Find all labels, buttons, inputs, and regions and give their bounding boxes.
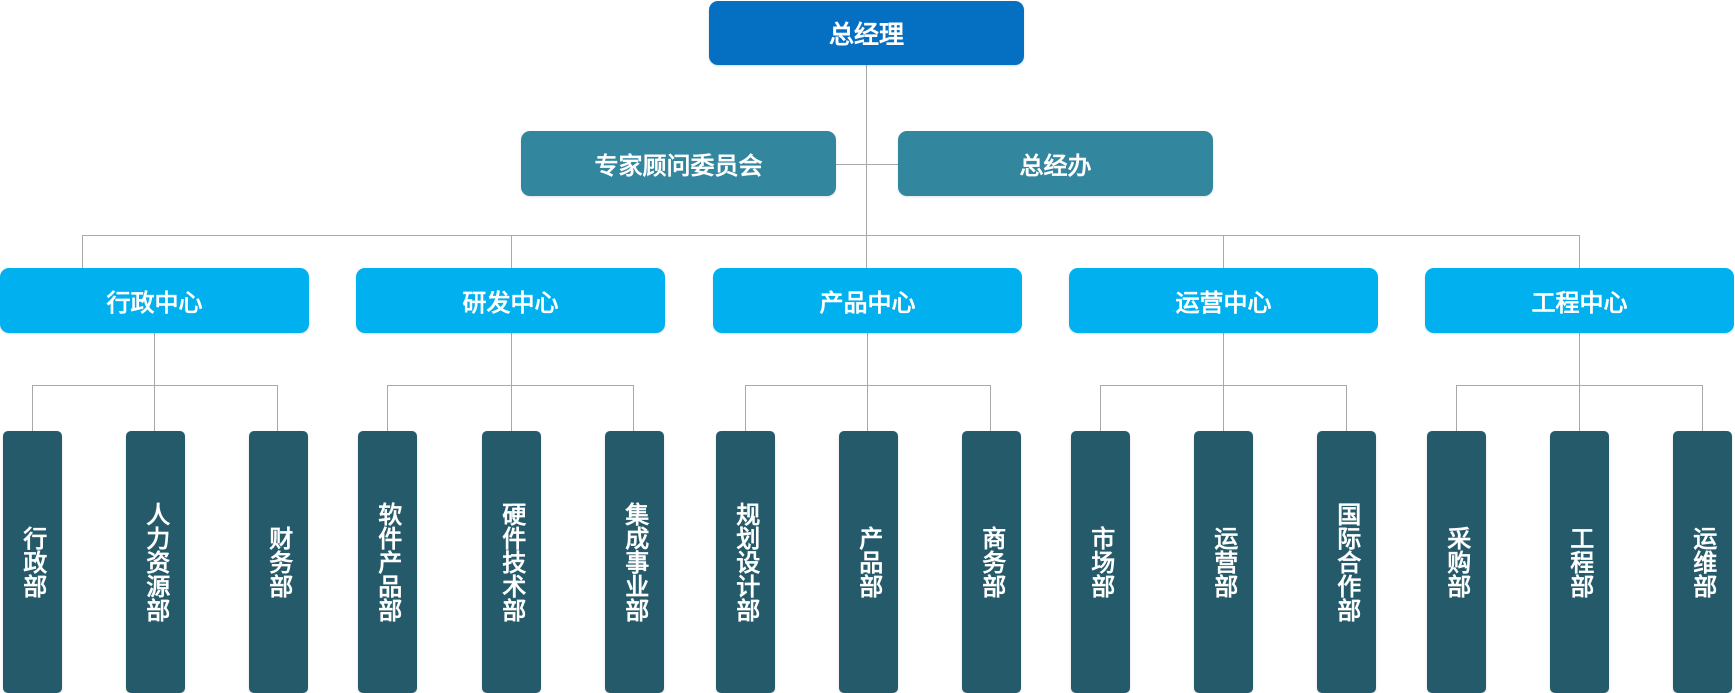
commerce-department-node: 商务部 <box>962 431 1021 693</box>
department-drop-line <box>633 385 634 431</box>
product-center-bus-line <box>745 385 991 386</box>
engineering-center-stem-line <box>1579 333 1580 431</box>
department-drop-line <box>387 385 388 431</box>
department-drop-line <box>990 385 991 431</box>
admin-center-stem-line <box>154 333 155 431</box>
department-drop-line <box>1346 385 1347 431</box>
admin-center-bus-line <box>32 385 278 386</box>
engineering-center-bus-line <box>1456 385 1703 386</box>
operations-center-stem-line <box>1223 333 1224 431</box>
planning-design-department-node: 规划设计部 <box>716 431 775 693</box>
center-drop-line <box>82 235 83 268</box>
product-department-node: 产品部 <box>839 431 898 693</box>
hardware-technology-department-node: 硬件技术部 <box>482 431 541 693</box>
department-drop-line <box>277 385 278 431</box>
center-drop-line <box>1223 235 1224 268</box>
center-bus-line <box>82 235 1580 236</box>
department-drop-line <box>1456 385 1457 431</box>
software-products-department-node: 软件产品部 <box>358 431 417 693</box>
department-drop-line <box>745 385 746 431</box>
rd-center-node: 研发中心 <box>356 268 665 333</box>
staff-connector-line <box>836 164 898 165</box>
admin-center-node: 行政中心 <box>0 268 309 333</box>
finance-department-node: 财务部 <box>249 431 308 693</box>
center-drop-line <box>1579 235 1580 268</box>
engineering-center-node: 工程中心 <box>1425 268 1734 333</box>
operations-maintenance-department-node: 运维部 <box>1673 431 1732 693</box>
general-manager-office-node: 总经办 <box>898 131 1213 196</box>
operations-center-bus-line <box>1100 385 1347 386</box>
department-drop-line <box>1702 385 1703 431</box>
human-resources-department-node: 人力资源部 <box>126 431 185 693</box>
expert-advisory-committee-node: 专家顾问委员会 <box>521 131 836 196</box>
department-drop-line <box>1100 385 1101 431</box>
administration-department-node: 行政部 <box>3 431 62 693</box>
operations-center-node: 运营中心 <box>1069 268 1378 333</box>
integration-business-department-node: 集成事业部 <box>605 431 664 693</box>
engineering-department-node: 工程部 <box>1550 431 1609 693</box>
ceo-node: 总经理 <box>709 1 1024 65</box>
product-center-node: 产品中心 <box>713 268 1022 333</box>
product-center-stem-line <box>867 333 868 431</box>
ceo-trunk-line <box>866 65 867 268</box>
rd-center-bus-line <box>387 385 634 386</box>
international-cooperation-department-node: 国际合作部 <box>1317 431 1376 693</box>
center-drop-line <box>511 235 512 268</box>
marketing-department-node: 市场部 <box>1071 431 1130 693</box>
operations-department-node: 运营部 <box>1194 431 1253 693</box>
rd-center-stem-line <box>511 333 512 431</box>
department-drop-line <box>32 385 33 431</box>
procurement-department-node: 采购部 <box>1427 431 1486 693</box>
